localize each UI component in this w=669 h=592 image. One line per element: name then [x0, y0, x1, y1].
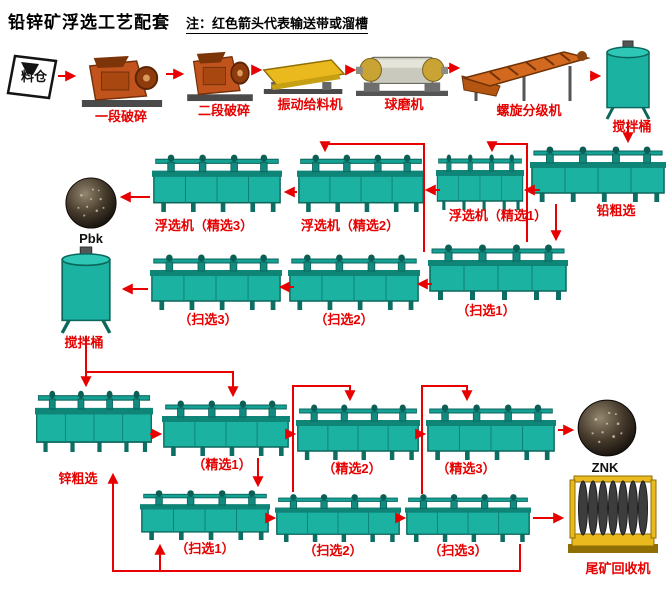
label-lead-cleaner3: 浮选机（精选3） [154, 218, 254, 233]
label-tailings-recovery: 尾矿回收机 [585, 561, 651, 576]
label-zinc-cleaner3: （精选3） [436, 461, 496, 476]
ore-bin-icon [6, 54, 58, 100]
jaw-crusher-icon [186, 50, 254, 102]
flotation-machine-icon [140, 489, 270, 540]
flotation-machine-icon [150, 253, 282, 310]
ore-pile-icon [65, 177, 117, 229]
vibrating-feeder-icon [263, 59, 345, 95]
label-zinc-scavenger1: （扫选1） [175, 541, 235, 556]
node-zinc-cleaner2-flotation [296, 402, 420, 460]
node-zinc-rougher-flotation [35, 388, 153, 452]
label-vibrating-feeder: 振动给料机 [277, 97, 343, 112]
node-lead-scavenger1-flotation [428, 242, 568, 300]
node-pbk-concentrate [64, 176, 118, 230]
flotation-machine-icon [275, 493, 401, 542]
label-primary-crusher: 一段破碎 [94, 109, 147, 124]
node-zinc-cleaner3-flotation [426, 402, 556, 460]
ball-mill-icon [356, 56, 448, 96]
flotation-machine-icon [426, 403, 556, 460]
page-title: 铅锌矿浮选工艺配套 [8, 13, 170, 32]
node-zinc-scavenger2-flotation [275, 492, 401, 542]
label-lead-cleaner1: 浮选机（精选1） [448, 208, 548, 223]
label-pbk: Pbk [79, 231, 103, 246]
legend-note: 注：红色箭头代表输送带或溜槽 [186, 13, 369, 34]
flotation-machine-icon [297, 153, 425, 212]
mixing-barrel-icon [605, 40, 651, 120]
label-lead-rougher: 铅粗选 [596, 203, 636, 218]
flotation-machine-icon [428, 243, 568, 300]
node-ore-bin [6, 54, 58, 100]
label-lead-scavenger1: （扫选1） [456, 303, 516, 318]
label-lead-scavenger3: （扫选3） [178, 312, 238, 327]
node-zinc-cleaner1-flotation [162, 398, 290, 456]
flotation-machine-icon [296, 403, 420, 460]
node-lead-scavenger2-flotation [288, 252, 420, 310]
node-lead-cleaner2-flotation [297, 152, 425, 212]
label-spiral-classifier: 螺旋分级机 [496, 103, 562, 118]
flotation-machine-icon [405, 493, 531, 542]
label-zinc-rougher: 锌粗选 [58, 471, 98, 486]
node-lead-cleaner3-flotation [152, 152, 282, 212]
flotation-machine-icon [35, 389, 153, 452]
node-vibrating-feeder [262, 58, 346, 96]
node-znk-concentrate [576, 398, 638, 458]
node-lead-scavenger3-flotation [150, 252, 282, 310]
node-ball-mill [356, 50, 448, 96]
flotation-machine-icon [436, 153, 524, 210]
node-lead-rougher-flotation [530, 144, 666, 202]
tailings-recovery-icon [567, 475, 659, 554]
jaw-crusher-icon [80, 55, 164, 108]
node-mixing-barrel-1 [598, 40, 658, 120]
label-zinc-cleaner2: （精选2） [322, 461, 382, 476]
node-secondary-jaw-crusher [184, 50, 256, 102]
node-tailings-recovery [566, 472, 660, 560]
mixing-barrel-icon [60, 246, 112, 334]
label-secondary-crusher: 二段破碎 [197, 103, 250, 118]
ore-pile-icon [577, 399, 637, 457]
node-zinc-scavenger3-flotation [405, 492, 531, 542]
label-lead-scavenger2: （扫选2） [314, 312, 374, 327]
label-zinc-scavenger3: （扫选3） [428, 543, 488, 558]
label-zinc-cleaner1: （精选1） [192, 457, 252, 472]
label-lead-cleaner2: 浮选机（精选2） [300, 218, 400, 233]
node-lead-cleaner1-flotation [436, 152, 524, 210]
label-ball-mill: 球磨机 [384, 97, 424, 112]
label-mixing-barrel-1: 搅拌桶 [612, 119, 652, 134]
label-zinc-scavenger2: （扫选2） [303, 543, 363, 558]
flotation-machine-icon [162, 399, 290, 456]
spiral-classifier-icon [460, 49, 590, 102]
flotation-machine-icon [288, 253, 420, 310]
node-zinc-scavenger1-flotation [140, 488, 270, 540]
node-spiral-classifier [460, 46, 592, 102]
flotation-machine-icon [530, 145, 666, 202]
flotation-machine-icon [152, 153, 282, 212]
label-mixing-barrel-2: 搅拌桶 [64, 335, 104, 350]
node-mixing-barrel-2 [52, 246, 120, 334]
node-primary-jaw-crusher [78, 54, 166, 108]
